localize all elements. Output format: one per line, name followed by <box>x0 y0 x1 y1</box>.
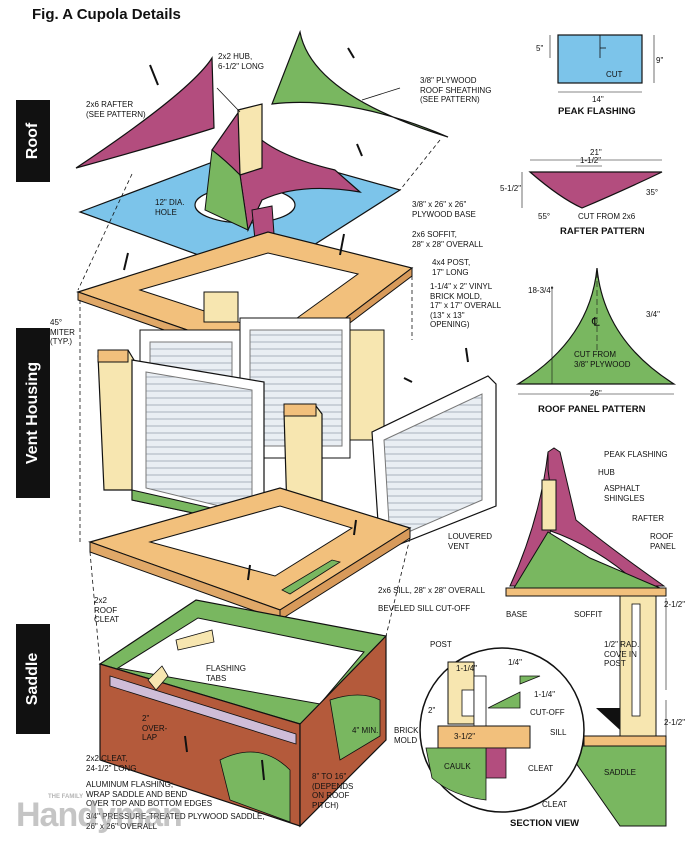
sv-cove: 1/2" RAD. COVE IN POST <box>604 640 640 668</box>
sill-frame <box>88 487 412 621</box>
rafter-note: CUT FROM 2x6 <box>578 212 636 221</box>
label-four-min: 4" MIN. <box>352 726 379 735</box>
peak-dim-right: 9" <box>656 56 664 65</box>
leader <box>216 87 241 113</box>
nail <box>403 377 413 383</box>
label-post: 4x4 POST, 17" LONG <box>432 258 471 277</box>
nail <box>261 759 265 781</box>
dt-caulk: CAULK <box>444 762 471 771</box>
nail <box>347 47 355 59</box>
dt-d2: 1/4" <box>508 658 522 667</box>
roof-panel-shape <box>515 267 677 395</box>
sv-soffit: SOFFIT <box>574 610 603 619</box>
sv-cleat: CLEAT <box>542 800 568 809</box>
sv-saddle: SADDLE <box>604 768 637 777</box>
rafter-pattern-heading: RAFTER PATTERN <box>560 226 645 237</box>
dt-d1: 1-1/4" <box>456 664 478 673</box>
roof-panel-heading: ROOF PANEL PATTERN <box>538 404 646 415</box>
nail <box>465 347 469 363</box>
sheathing-panel <box>271 29 449 138</box>
label-pitch: 8" TO 16" (DEPENDS ON ROOF PITCH) <box>312 772 354 810</box>
section-roof <box>505 447 667 827</box>
rafter-pattern-shape <box>521 159 663 209</box>
peak-dim-bottom: 14" <box>592 95 604 104</box>
sv-peak: PEAK FLASHING <box>604 450 668 459</box>
peak-flashing-heading: PEAK FLASHING <box>558 106 636 117</box>
nail <box>339 233 345 256</box>
rafter-dim-inner: 1-1/2" <box>580 156 602 165</box>
label-hole: 12" DIA. HOLE <box>155 198 185 217</box>
label-base: 3/8" x 26" x 26" PLYWOOD BASE <box>412 200 476 219</box>
leader <box>361 87 401 101</box>
front-left-post <box>97 349 135 491</box>
label-soffit: 2x6 SOFFIT, 28" x 28" OVERALL <box>412 230 484 249</box>
panel-center: ℄ <box>592 315 600 329</box>
nail <box>123 252 129 271</box>
label-beveled: BEVELED SILL CUT-OFF <box>378 604 471 613</box>
nail <box>184 735 188 753</box>
figure-title: Fig. A Cupola Details <box>32 6 181 23</box>
nail <box>356 143 363 157</box>
section-tab-vent-housing: Vent Housing <box>16 328 50 498</box>
label-cleat: 2x2 CLEAT, 24-1/2" LONG <box>86 754 137 773</box>
label-brickmold: 1-1/4" x 2" VINYL BRICK MOLD, 17" x 17" … <box>430 282 502 329</box>
label-miter: 45° MITER (TYP.) <box>50 318 75 346</box>
rafter-dim-top: 21" <box>590 148 602 157</box>
dt-cutoff: CUT-OFF <box>530 708 565 717</box>
roof-hub-assembly <box>204 103 362 271</box>
peak-flashing-pattern <box>549 34 655 93</box>
peak-cut: CUT <box>606 70 623 79</box>
sv-panel: ROOF PANEL <box>650 532 676 551</box>
panel-bottom: 26" <box>590 389 602 398</box>
rafter-dim-left: 5-1/2" <box>500 184 522 193</box>
section-tab-roof: Roof <box>16 100 50 182</box>
section-view-heading: SECTION VIEW <box>510 818 580 829</box>
dt-post: POST <box>430 640 452 649</box>
panel-height: 18-3/4" <box>528 286 554 295</box>
saddle-box <box>98 599 388 828</box>
nail <box>353 519 357 536</box>
label-hub: 2x2 HUB, 6-1/2" LONG <box>218 52 264 71</box>
sv-rafter: RAFTER <box>632 514 664 523</box>
dt-sill: SILL <box>550 728 567 737</box>
section-detail-circle <box>419 647 585 813</box>
rafter-angle-left: 55° <box>538 212 551 221</box>
label-sill: 2x6 SILL, 28" x 28" OVERALL <box>378 586 486 595</box>
rafter-angle-right: 35° <box>646 188 659 197</box>
peak-dim-left: 5" <box>536 44 544 53</box>
label-roof-cleat: 2x2 ROOF CLEAT <box>94 596 120 624</box>
dt-d3: 1-1/4" <box>534 690 556 699</box>
panel-note: CUT FROM 3/8" PLYWOOD <box>574 350 631 369</box>
dt-d5: 3-1/2" <box>454 732 476 741</box>
back-posts <box>203 291 385 441</box>
label-saddle-plywood: 3/4" PRESSURE-TREATED PLYWOOD SADDLE, 26… <box>86 812 265 831</box>
panel-edge: 3/4" <box>646 310 660 319</box>
nail <box>149 64 159 86</box>
assembly-lines <box>77 139 441 665</box>
label-rafter: 2x6 RAFTER (SEE PATTERN) <box>86 100 146 119</box>
loose-vent-panel <box>371 375 497 553</box>
dt-brick: BRICK MOLD <box>394 726 419 745</box>
rafter-left <box>75 56 215 169</box>
nail <box>247 564 251 581</box>
sv-base: BASE <box>506 610 528 619</box>
sv-dim1: 2-1/2" <box>664 600 686 609</box>
label-flashing-tabs: FLASHING TABS <box>206 664 247 683</box>
sv-shingles: ASPHALT SHINGLES <box>604 484 645 503</box>
label-overlap: 2" OVER- LAP <box>142 714 168 742</box>
sv-hub: HUB <box>598 468 615 477</box>
section-tab-saddle: Saddle <box>16 624 50 734</box>
label-louvered: LOUVERED VENT <box>448 532 493 551</box>
dt-cleat: CLEAT <box>528 764 554 773</box>
label-sheathing: 3/8" PLYWOOD ROOF SHEATHING (SEE PATTERN… <box>420 76 492 104</box>
dt-d4: 2" <box>428 706 436 715</box>
label-aluminum: ALUMINUM FLASHING; WRAP SADDLE AND BEND … <box>86 780 213 808</box>
sv-dim2: 2-1/2" <box>664 718 686 727</box>
